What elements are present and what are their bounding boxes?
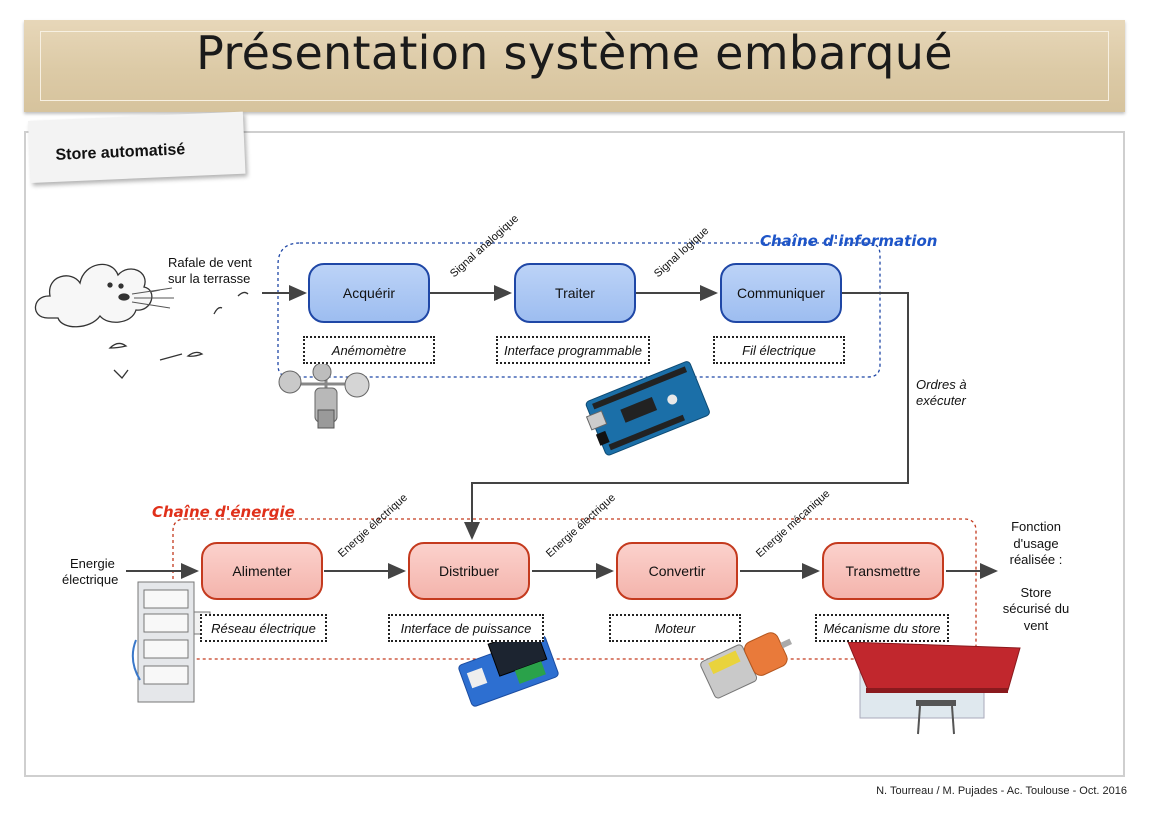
output-line-6: sécurisé du <box>1002 601 1070 616</box>
output-line-1: Fonction <box>1011 519 1061 534</box>
diagram-frame <box>24 131 1125 777</box>
block-traiter: Traiter <box>514 263 636 323</box>
title-banner: Présentation système embarqué <box>24 20 1125 112</box>
block-acquerir: Acquérir <box>308 263 430 323</box>
anemometer-icon <box>278 362 370 429</box>
orders-line-1: Ordres à <box>916 377 967 392</box>
output-line-2: d'usage <box>1013 535 1059 551</box>
orders-line-2: exécuter <box>916 393 966 408</box>
output-line-7: vent <box>1023 617 1049 633</box>
info-input-line-2: sur la terrasse <box>168 271 251 286</box>
energy-chain-title: Chaîne d'énergie <box>152 503 295 521</box>
block-convertir: Convertir <box>616 542 738 600</box>
output-line-3: réalisée : <box>1009 552 1063 567</box>
output-function: Fonction d'usage réalisée : Store sécuri… <box>990 519 1082 634</box>
footer-credit: N. Tourreau / M. Pujades - Ac. Toulouse … <box>876 785 1127 797</box>
energy-input-line-2: électrique <box>62 572 119 587</box>
comp-interface-puissance: Interface de puissance <box>388 614 544 642</box>
info-input-line-1: Rafale de vent <box>168 255 252 270</box>
cloud-wind-icon <box>34 263 249 379</box>
output-line-4 <box>990 569 1082 585</box>
block-transmettre: Transmettre <box>822 542 944 600</box>
comp-interface-programmable: Interface programmable <box>496 336 650 364</box>
comp-moteur: Moteur <box>609 614 741 642</box>
title-banner-frame <box>40 31 1109 101</box>
motor-icon <box>700 632 793 699</box>
energy-input-line-1: Energie <box>70 556 115 571</box>
block-alimenter: Alimenter <box>201 542 323 600</box>
info-chain-outline <box>277 242 881 378</box>
page-title: Présentation système embarqué <box>196 26 953 80</box>
comp-mecanisme-store: Mécanisme du store <box>815 614 949 642</box>
block-distribuer: Distribuer <box>408 542 530 600</box>
comp-reseau-electrique: Réseau électrique <box>200 614 327 642</box>
electrical-panel-icon <box>131 581 211 703</box>
arduino-board-icon <box>585 361 710 456</box>
output-line-5: Store <box>1020 584 1052 600</box>
arrow-orders <box>464 292 909 540</box>
block-communiquer: Communiquer <box>720 263 842 323</box>
awning-icon <box>847 641 1021 735</box>
info-chain-title: Chaîne d'information <box>760 232 938 250</box>
comp-anemometre: Anémomètre <box>303 336 435 364</box>
comp-fil-electrique: Fil électrique <box>713 336 845 364</box>
